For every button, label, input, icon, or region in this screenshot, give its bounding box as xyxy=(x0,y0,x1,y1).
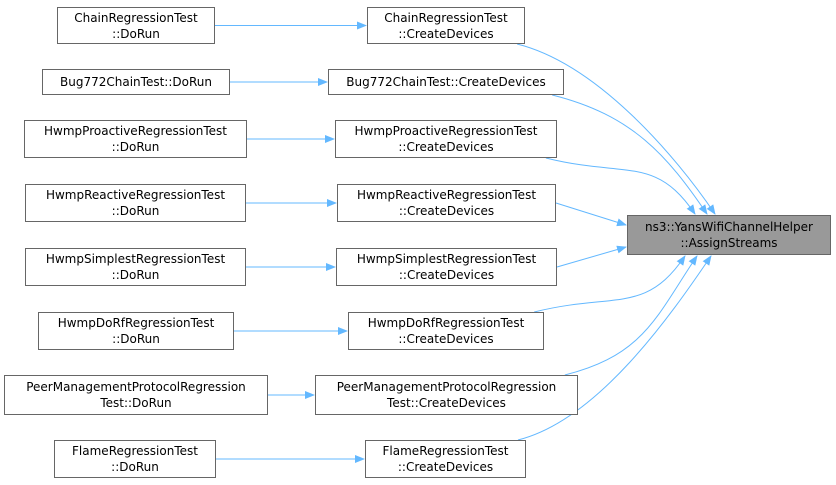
root-node-hwmp-reactive-dorun[interactable]: HwmpReactiveRegressionTest ::DoRun xyxy=(25,184,246,222)
node-label: ::CreateDevices xyxy=(397,460,494,474)
edge-caller-to-target xyxy=(552,94,708,215)
node-label: Test::DoRun xyxy=(100,396,172,410)
edge-caller-to-target xyxy=(556,245,627,268)
node-label: ::DoRun xyxy=(112,26,160,41)
edge-caller-to-target xyxy=(545,157,696,215)
node-label: Test::CreateDevices xyxy=(387,396,506,410)
node-label: ::CreateDevices xyxy=(398,26,494,41)
node-label: HwmpProactiveRegressionTest xyxy=(44,124,227,138)
node-label: HwmpReactiveRegressionTest xyxy=(45,188,226,202)
caller-node-flame-create-devices[interactable]: FlameRegressionTest ::CreateDevices xyxy=(365,440,526,478)
node-label: FlameRegressionTest xyxy=(72,444,198,458)
caller-node-chain-create-devices[interactable]: ChainRegressionTest ::CreateDevices xyxy=(367,7,525,44)
node-label: ChainRegressionTest xyxy=(384,10,508,25)
node-label: ::DoRun xyxy=(111,204,160,218)
caller-node-bug772-create-devices[interactable]: Bug772ChainTest::CreateDevices xyxy=(328,69,564,95)
caller-node-hwmp-reactive-create-devices[interactable]: HwmpReactiveRegressionTest ::CreateDevic… xyxy=(337,184,556,222)
root-node-hwmp-proactive-dorun[interactable]: HwmpProactiveRegressionTest ::DoRun xyxy=(24,120,247,158)
caller-node-peer-management-create-devices[interactable]: PeerManagementProtocolRegression Test::C… xyxy=(315,375,578,415)
root-node-flame-dorun[interactable]: FlameRegressionTest ::DoRun xyxy=(54,440,216,478)
node-label: ::AssignStreams xyxy=(680,236,778,250)
edge-caller-to-target xyxy=(516,43,716,215)
root-node-hwmp-simplest-dorun[interactable]: HwmpSimplestRegressionTest ::DoRun xyxy=(25,248,246,286)
edge-caller-to-target xyxy=(555,202,627,227)
target-node-assign-streams: ns3::YansWifiChannelHelper ::AssignStrea… xyxy=(627,215,831,255)
node-label: ::DoRun xyxy=(111,268,160,282)
edge-caller-to-target xyxy=(517,255,712,441)
node-label: ChainRegressionTest xyxy=(74,10,198,25)
root-node-chain-dorun[interactable]: ChainRegressionTest ::DoRun xyxy=(57,7,215,44)
node-label: PeerManagementProtocolRegression xyxy=(336,380,557,394)
caller-node-hwmp-proactive-create-devices[interactable]: HwmpProactiveRegressionTest ::CreateDevi… xyxy=(335,120,557,158)
node-label: HwmpSimplestRegressionTest xyxy=(356,252,537,266)
edge-caller-to-target xyxy=(564,255,698,376)
node-label: FlameRegressionTest xyxy=(382,444,509,458)
node-label: ::DoRun xyxy=(111,140,160,154)
node-label: HwmpReactiveRegressionTest xyxy=(356,188,537,202)
node-label: ::CreateDevices xyxy=(398,268,495,282)
root-node-peer-management-dorun[interactable]: PeerManagementProtocolRegression Test::D… xyxy=(4,375,268,415)
node-label: HwmpDoRfRegressionTest xyxy=(367,316,525,330)
root-node-bug772-dorun[interactable]: Bug772ChainTest::DoRun xyxy=(42,69,230,95)
node-label: HwmpSimplestRegressionTest xyxy=(45,252,226,266)
node-label: ::DoRun xyxy=(112,332,160,346)
node-label: PeerManagementProtocolRegression xyxy=(26,380,246,394)
node-label: Bug772ChainTest::CreateDevices xyxy=(346,75,546,89)
caller-node-hwmp-dorf-create-devices[interactable]: HwmpDoRfRegressionTest ::CreateDevices xyxy=(348,312,544,350)
node-label: Bug772ChainTest::DoRun xyxy=(60,75,212,89)
edge-caller-to-target xyxy=(534,255,686,313)
node-label: ::CreateDevices xyxy=(398,204,495,218)
node-label: ::CreateDevices xyxy=(398,140,494,154)
node-label: HwmpProactiveRegressionTest xyxy=(354,124,538,138)
node-label: ns3::YansWifiChannelHelper xyxy=(645,220,813,234)
caller-node-hwmp-simplest-create-devices[interactable]: HwmpSimplestRegressionTest ::CreateDevic… xyxy=(336,248,557,286)
node-label: HwmpDoRfRegressionTest xyxy=(57,316,215,330)
node-label: ::CreateDevices xyxy=(398,332,494,346)
root-node-hwmp-dorf-dorun[interactable]: HwmpDoRfRegressionTest ::DoRun xyxy=(38,312,234,350)
node-label: ::DoRun xyxy=(111,460,159,474)
